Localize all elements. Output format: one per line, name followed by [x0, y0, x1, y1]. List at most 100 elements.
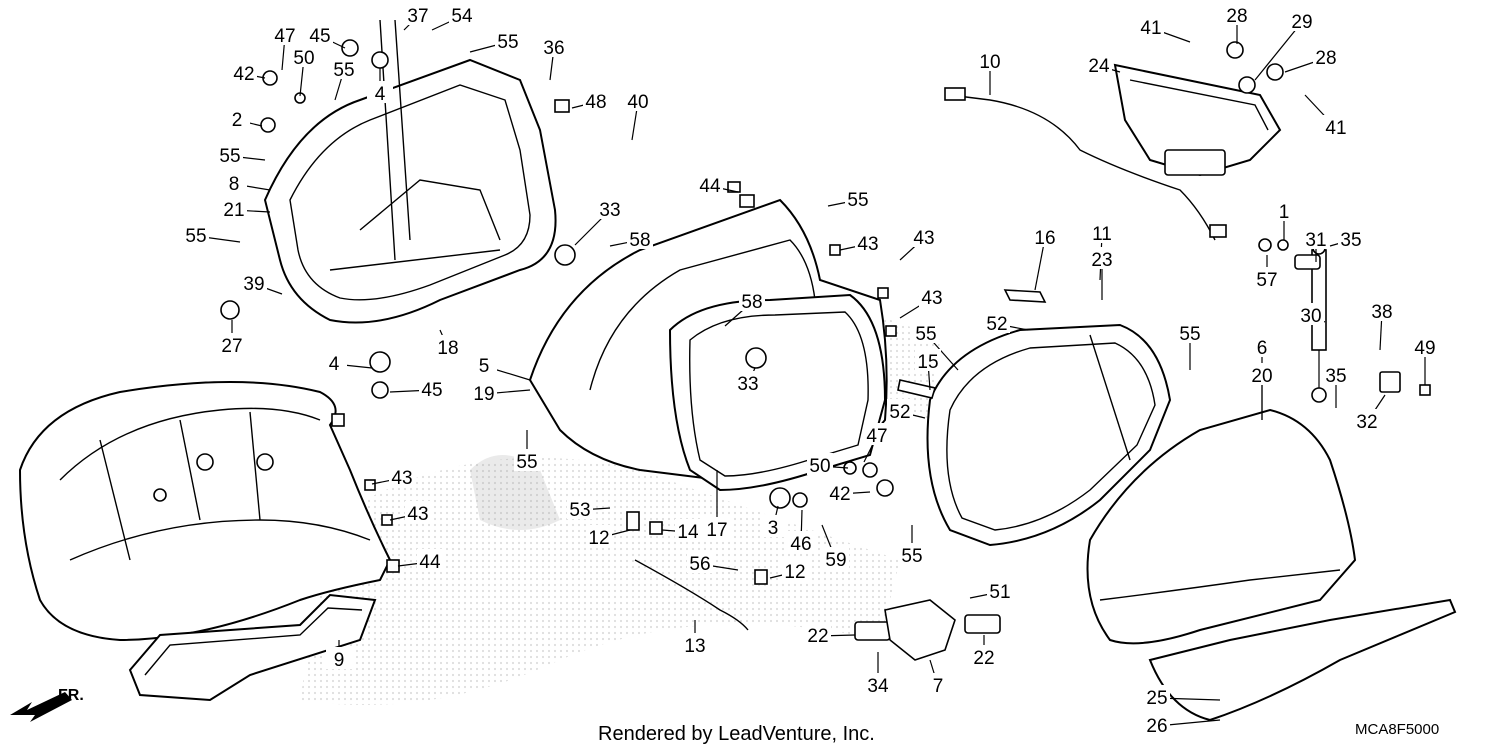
callout-47[interactable]: 47 [274, 26, 295, 47]
callout-55[interactable]: 55 [847, 190, 868, 211]
callout-58[interactable]: 58 [629, 230, 650, 251]
callout-22[interactable]: 22 [807, 626, 828, 647]
callout-13[interactable]: 13 [684, 636, 705, 657]
callout-background [1032, 225, 1058, 247]
callout-35[interactable]: 35 [1340, 230, 1361, 251]
callout-20[interactable]: 20 [1251, 366, 1272, 387]
callout-44[interactable]: 44 [419, 552, 441, 573]
callout-32[interactable]: 32 [1356, 412, 1377, 433]
callout-12[interactable]: 12 [588, 528, 609, 549]
callout-50[interactable]: 50 [293, 48, 314, 69]
callout-25[interactable]: 25 [1146, 688, 1167, 709]
callout-54[interactable]: 54 [451, 6, 473, 27]
callout-7[interactable]: 7 [933, 676, 944, 697]
callout-4[interactable]: 4 [375, 84, 386, 105]
callout-9[interactable]: 9 [334, 650, 345, 671]
callout-5[interactable]: 5 [479, 356, 490, 377]
callout-22[interactable]: 22 [973, 648, 994, 669]
callout-11[interactable]: 11 [1092, 224, 1112, 245]
callout-52[interactable]: 52 [986, 314, 1007, 335]
callout-55[interactable]: 55 [516, 452, 537, 473]
callout-43[interactable]: 43 [407, 504, 428, 525]
callout-43[interactable]: 43 [857, 234, 878, 255]
hardware-symbols [220, 39, 1431, 585]
callout-28[interactable]: 28 [1226, 6, 1247, 27]
callout-45[interactable]: 45 [421, 380, 442, 401]
callout-55[interactable]: 55 [915, 324, 936, 345]
callout-10[interactable]: 10 [979, 52, 1000, 73]
callout-55[interactable]: 55 [901, 546, 922, 567]
callout-background [1369, 299, 1395, 321]
callout-background [987, 579, 1013, 601]
callout-33[interactable]: 33 [599, 200, 620, 221]
watermark-brand [470, 455, 560, 530]
callout-51[interactable]: 51 [989, 582, 1010, 603]
callout-background [224, 107, 250, 129]
callout-background [682, 633, 708, 655]
callout-58[interactable]: 58 [741, 292, 762, 313]
callout-36[interactable]: 36 [543, 38, 564, 59]
callout-43[interactable]: 43 [391, 468, 412, 489]
callout-52[interactable]: 52 [889, 402, 910, 423]
callout-27[interactable]: 27 [221, 336, 242, 357]
callout-49[interactable]: 49 [1414, 338, 1435, 359]
callout-12[interactable]: 12 [784, 562, 805, 583]
callout-48[interactable]: 48 [585, 92, 606, 113]
callout-background [405, 501, 431, 523]
callout-35[interactable]: 35 [1325, 366, 1346, 387]
callout-24[interactable]: 24 [1088, 56, 1110, 77]
callout-38[interactable]: 38 [1371, 302, 1392, 323]
callout-40[interactable]: 40 [627, 92, 648, 113]
cable-13 [634, 559, 749, 631]
callout-55[interactable]: 55 [333, 60, 354, 81]
callout-39[interactable]: 39 [243, 274, 264, 295]
callout-2[interactable]: 2 [232, 110, 243, 131]
callout-background [1249, 363, 1275, 385]
callout-47[interactable]: 47 [866, 426, 887, 447]
callout-43[interactable]: 43 [913, 228, 934, 249]
callout-28[interactable]: 28 [1315, 48, 1336, 69]
callout-18[interactable]: 18 [437, 338, 458, 359]
callout-42[interactable]: 42 [829, 484, 850, 505]
callout-50[interactable]: 50 [809, 456, 830, 477]
callout-29[interactable]: 29 [1291, 12, 1312, 33]
callout-4[interactable]: 4 [329, 354, 340, 375]
callout-23[interactable]: 23 [1091, 250, 1112, 271]
callout-6[interactable]: 6 [1257, 338, 1268, 359]
callout-55[interactable]: 55 [219, 146, 240, 167]
callout-55[interactable]: 55 [1179, 324, 1200, 345]
callout-57[interactable]: 57 [1256, 270, 1277, 291]
callout-46[interactable]: 46 [790, 534, 811, 555]
callout-19[interactable]: 19 [473, 384, 494, 405]
callout-3[interactable]: 3 [768, 518, 779, 539]
callout-37[interactable]: 37 [407, 6, 428, 27]
callout-16[interactable]: 16 [1034, 228, 1055, 249]
callout-17[interactable]: 17 [706, 520, 727, 541]
callout-55[interactable]: 55 [185, 226, 206, 247]
callout-41[interactable]: 41 [1325, 118, 1346, 139]
callout-56[interactable]: 56 [689, 554, 710, 575]
callout-30[interactable]: 30 [1300, 306, 1321, 327]
callout-34[interactable]: 34 [867, 676, 889, 697]
callout-55[interactable]: 55 [497, 32, 518, 53]
callout-8[interactable]: 8 [229, 174, 240, 195]
callout-26[interactable]: 26 [1146, 716, 1167, 737]
callout-59[interactable]: 59 [825, 550, 846, 571]
hinge-assembly [1113, 63, 1282, 177]
callout-41[interactable]: 41 [1140, 18, 1161, 39]
callout-background [291, 45, 317, 67]
callout-background [627, 227, 653, 249]
callout-21[interactable]: 21 [223, 200, 244, 221]
rendered-by-credit: Rendered by LeadVenture, Inc. [598, 723, 875, 745]
callout-45[interactable]: 45 [309, 26, 330, 47]
callout-1[interactable]: 1 [1279, 202, 1290, 223]
callout-14[interactable]: 14 [677, 522, 699, 543]
callout-53[interactable]: 53 [569, 500, 590, 521]
callout-33[interactable]: 33 [737, 374, 758, 395]
callout-31[interactable]: 31 [1305, 230, 1326, 251]
callout-43[interactable]: 43 [921, 288, 942, 309]
callout-44[interactable]: 44 [699, 176, 721, 197]
callout-42[interactable]: 42 [233, 64, 254, 85]
callout-15[interactable]: 15 [917, 352, 938, 373]
